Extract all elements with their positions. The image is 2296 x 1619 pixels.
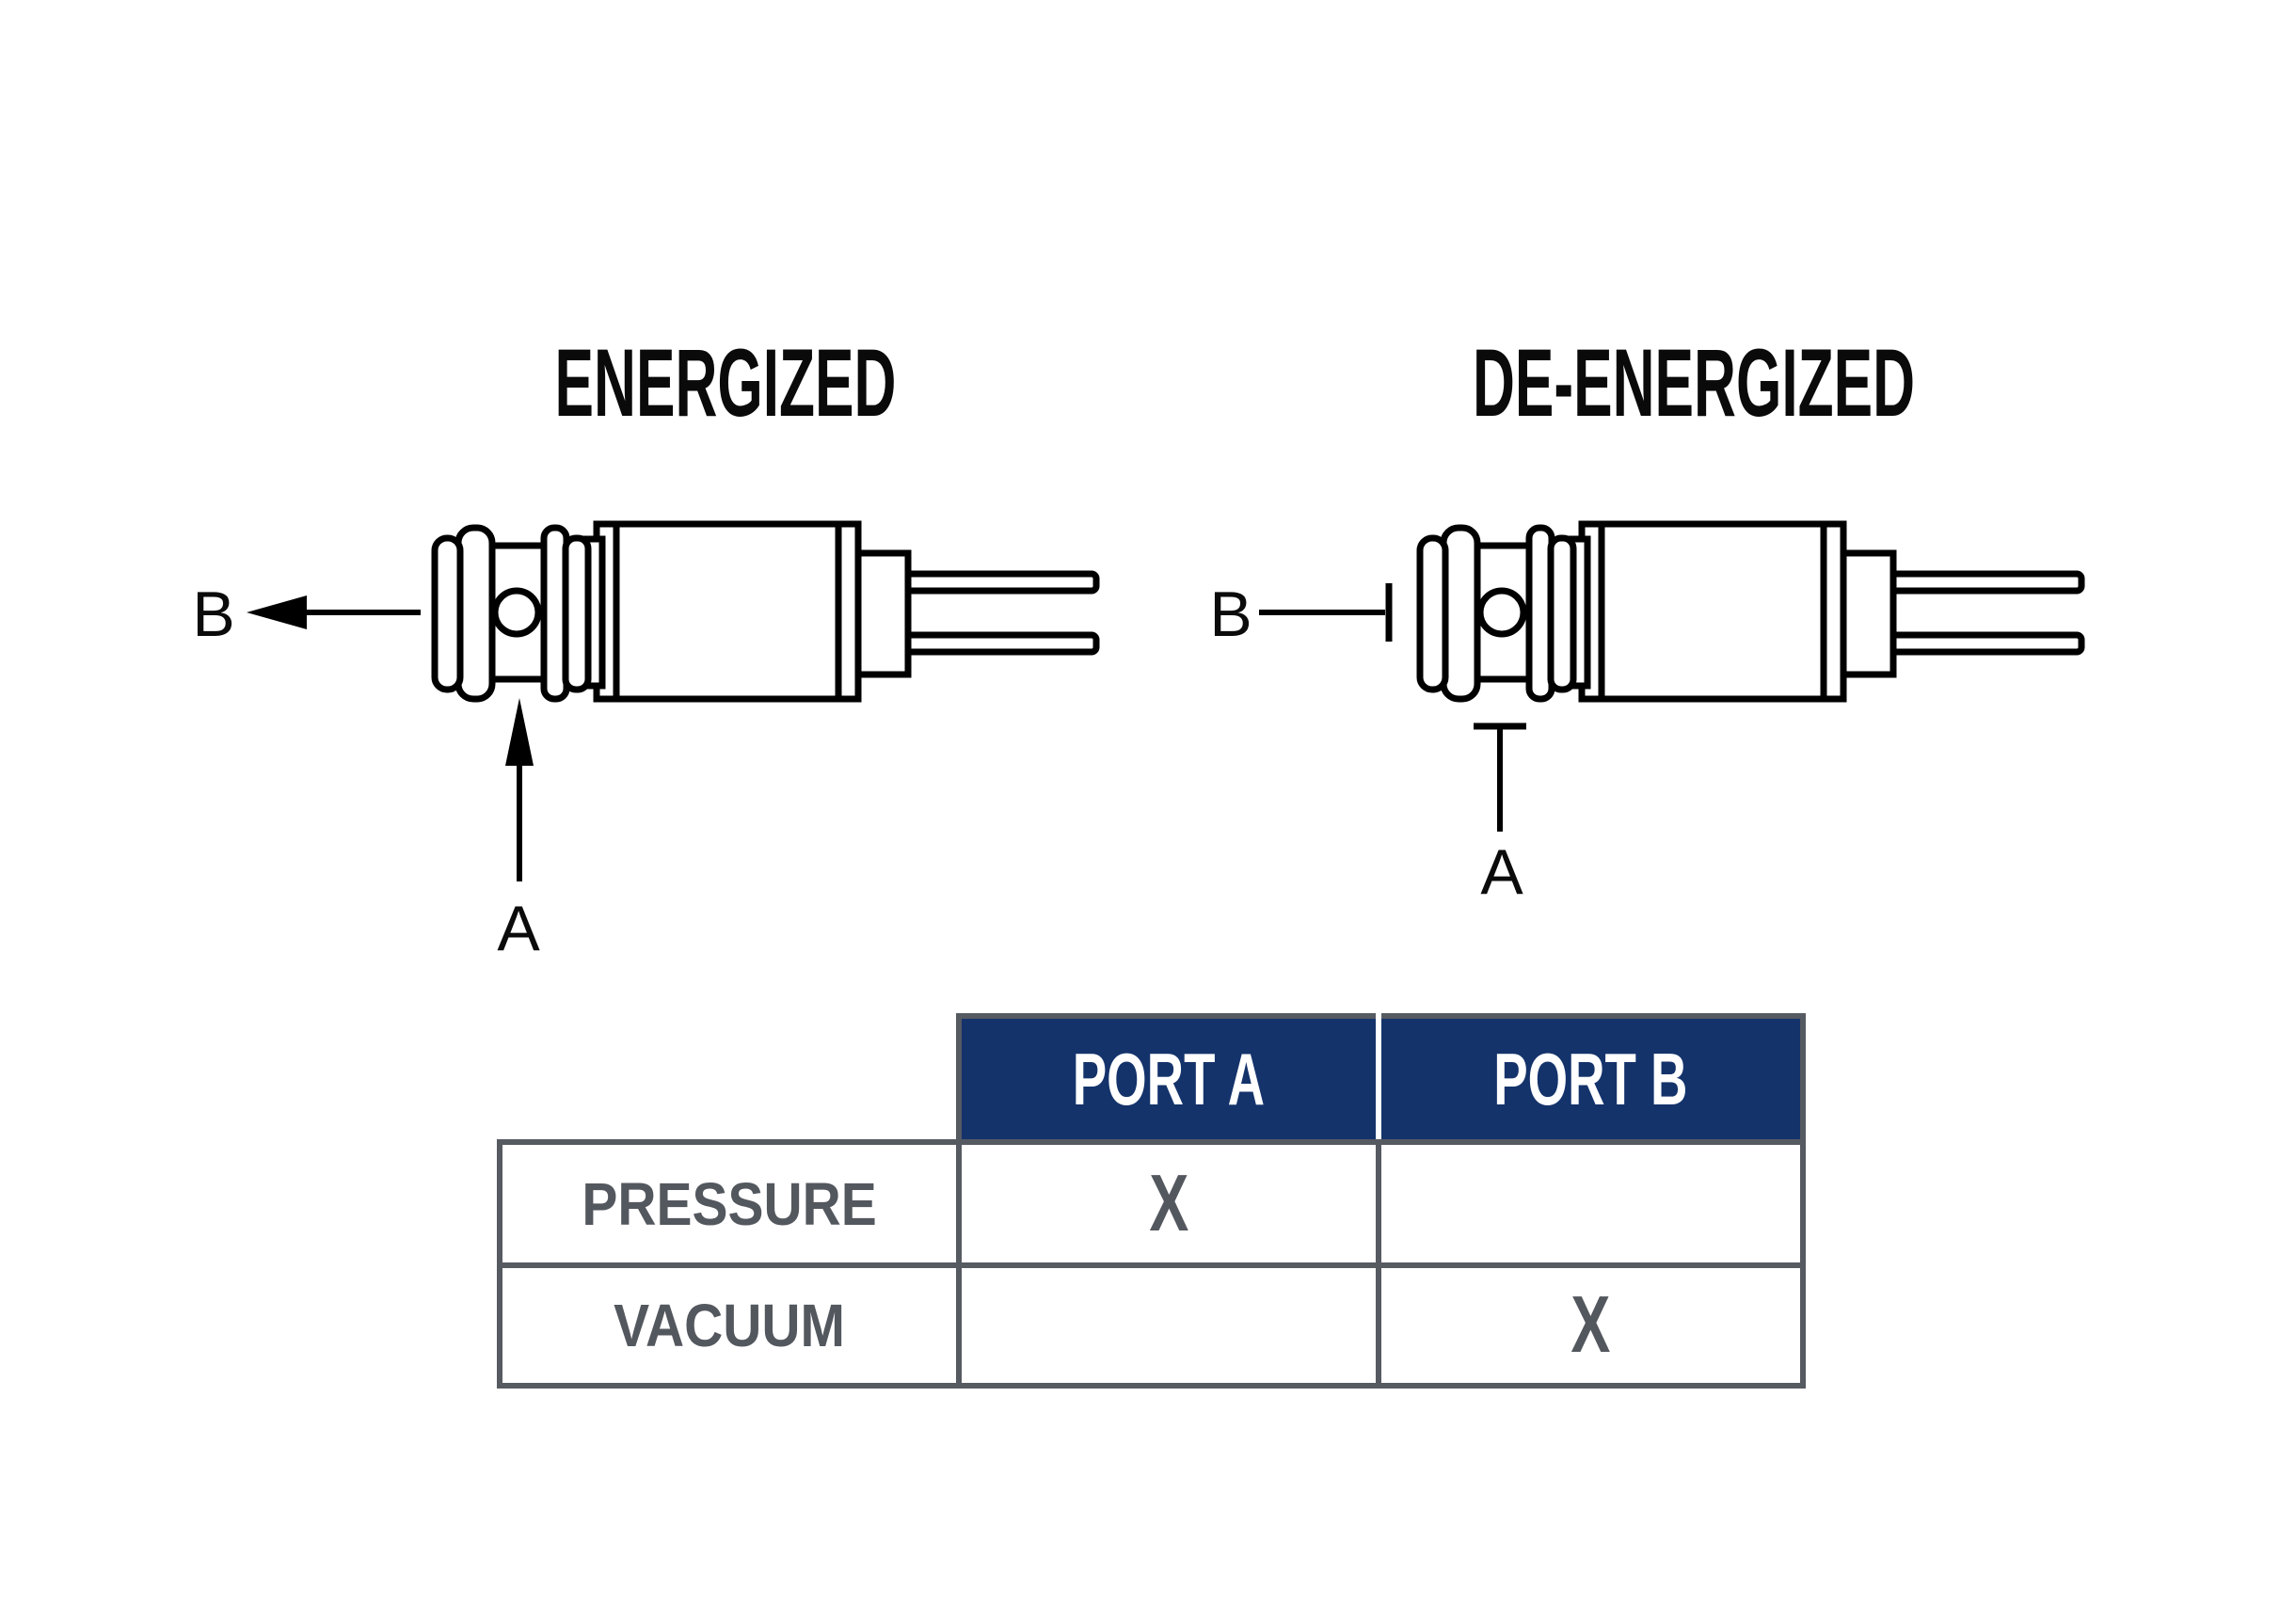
vacuum-label-text: VACUUM: [614, 1292, 845, 1359]
table-corner-spacer: [500, 1016, 959, 1142]
cell-pressure-port-b: [1376, 1139, 1806, 1268]
row-label-pressure: PRESSURE: [497, 1139, 962, 1268]
port-matrix-table: PORT A PORT B PRESSURE X VACUUM: [497, 1013, 1806, 1389]
table-row-pressure: PRESSURE X: [497, 1139, 1806, 1268]
column-header-port-a: PORT A: [956, 1013, 1381, 1145]
port-b-header-text: PORT B: [1493, 1037, 1688, 1120]
energized-port-a-arrowhead-icon: [505, 698, 534, 766]
valve-body-de-energized: [1420, 524, 2081, 699]
energized-port-b-arrowhead-icon: [247, 595, 307, 629]
vacuum-port-b-mark: X: [1571, 1280, 1611, 1370]
valve-energized: B A: [192, 524, 1096, 964]
table-row-vacuum: VACUUM X: [497, 1262, 1806, 1389]
pressure-port-a-mark: X: [1149, 1158, 1188, 1248]
energized-port-b-label: B: [192, 579, 234, 650]
de-energized-title: DE-ENERGIZED: [1473, 329, 1915, 436]
cell-pressure-port-a: X: [956, 1139, 1381, 1268]
port-a-header-text: PORT A: [1072, 1037, 1266, 1120]
energized-title: ENERGIZED: [555, 329, 897, 436]
energized-port-a-label: A: [497, 893, 540, 964]
header-row: PORT A PORT B: [500, 1013, 1806, 1145]
de-energized-port-b-label: B: [1209, 579, 1252, 650]
pressure-label-text: PRESSURE: [582, 1169, 877, 1238]
cell-vacuum-port-b: X: [1376, 1262, 1806, 1389]
column-header-port-b: PORT B: [1376, 1013, 1806, 1145]
row-label-vacuum: VACUUM: [497, 1262, 962, 1389]
valve-body-energized: [435, 524, 1096, 699]
valve-de-energized: B A: [1209, 524, 2081, 908]
cell-vacuum-port-a: [956, 1262, 1381, 1389]
de-energized-port-a-label: A: [1480, 836, 1523, 908]
